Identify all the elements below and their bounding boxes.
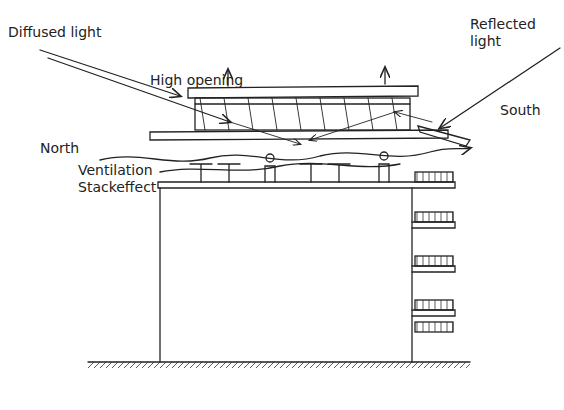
- text-label: Reflected light: [470, 16, 550, 50]
- text-label: North: [40, 140, 100, 157]
- text-label: South: [500, 102, 560, 119]
- text-label: Diffused light: [8, 24, 148, 41]
- text-label: Ventilation Stackeffect: [78, 162, 160, 196]
- text-label: High opening: [150, 72, 290, 89]
